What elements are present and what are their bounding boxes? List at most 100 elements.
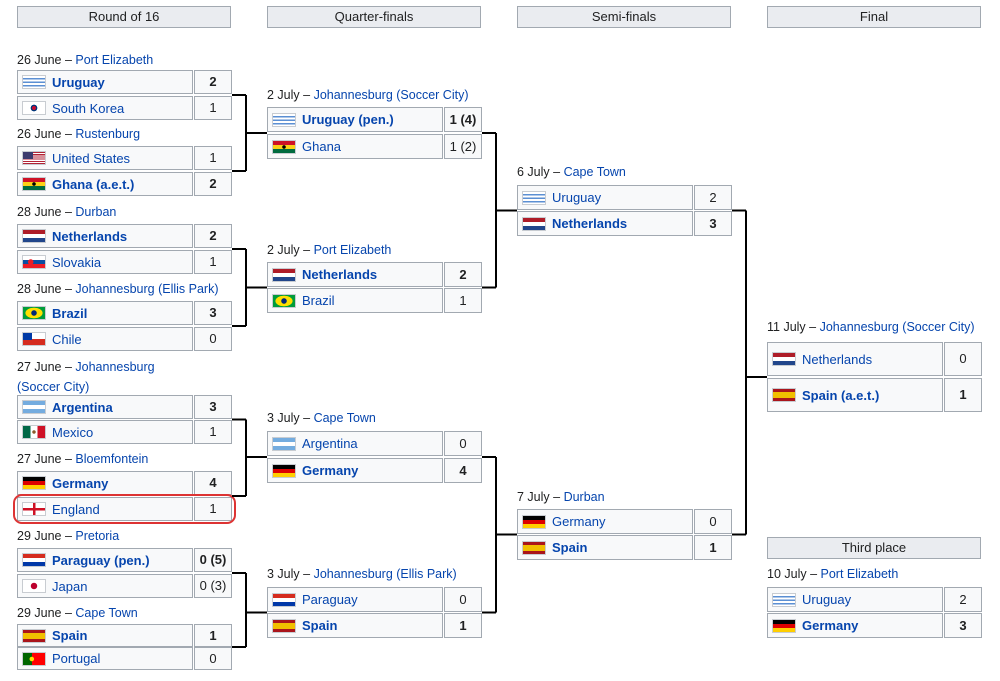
- venue-link[interactable]: Johannesburg (Ellis Park): [75, 282, 219, 296]
- team-name-link[interactable]: Paraguay (pen.): [52, 552, 150, 568]
- team-cell: Spain: [267, 613, 443, 638]
- venue-link[interactable]: Bloemfontein: [75, 452, 149, 466]
- team-cell: England: [17, 497, 193, 521]
- team-name-link[interactable]: Brazil: [52, 305, 88, 321]
- date-separator: –: [299, 243, 314, 257]
- date-separator: –: [549, 490, 564, 504]
- match-date-venue: 11 July – Johannesburg (Soccer City): [767, 319, 975, 335]
- team-name-link[interactable]: Netherlands: [802, 351, 873, 367]
- venue-link[interactable]: Johannesburg (Soccer City): [819, 320, 975, 334]
- team-name-link[interactable]: Uruguay: [552, 190, 602, 205]
- score-cell: 2: [194, 70, 232, 94]
- team-name-link[interactable]: England: [52, 501, 100, 517]
- match-date-venue: 7 July – Durban: [517, 489, 605, 505]
- match-date-venue: 2 July – Port Elizabeth: [267, 242, 391, 258]
- venue-link[interactable]: Rustenburg: [75, 127, 141, 141]
- venue-link[interactable]: Cape Town: [313, 411, 376, 425]
- team-cell: Uruguay: [517, 185, 693, 210]
- team-cell: Germany: [767, 613, 943, 638]
- match-date-venue: 6 July – Cape Town: [517, 164, 626, 180]
- ghana-flag-icon: [272, 139, 296, 154]
- team-name-link[interactable]: Germany: [302, 463, 359, 478]
- match-date-venue: 2 July – Johannesburg (Soccer City): [267, 87, 469, 103]
- team-name-link[interactable]: Chile: [52, 331, 82, 347]
- venue-link[interactable]: Cape Town: [75, 606, 138, 620]
- venue-link[interactable]: Port Elizabeth: [313, 243, 392, 257]
- venue-link[interactable]: Pretoria: [75, 529, 120, 543]
- team-name-link[interactable]: Spain: [52, 628, 88, 643]
- team-name-link[interactable]: Mexico: [52, 424, 94, 440]
- team-name-link[interactable]: United States: [52, 150, 131, 166]
- team-name-link[interactable]: Ghana (a.e.t.): [52, 176, 135, 192]
- team-name-link[interactable]: Netherlands: [552, 216, 628, 231]
- team-name-link[interactable]: Brazil: [302, 293, 335, 308]
- score-cell: 0: [694, 509, 732, 534]
- portugal-flag-icon: [22, 651, 46, 666]
- team-cell: Germany: [17, 471, 193, 495]
- team-name-link[interactable]: Spain: [552, 540, 588, 555]
- venue-link[interactable]: Johannesburg (Soccer City): [313, 88, 469, 102]
- team-name-link[interactable]: Japan: [52, 578, 88, 594]
- team-name-link[interactable]: Netherlands: [302, 267, 378, 282]
- team-cell: Netherlands: [17, 224, 193, 248]
- score-cell: 1: [444, 613, 482, 638]
- match-date: 28 June: [17, 282, 62, 296]
- match-date: 26 June: [17, 53, 62, 67]
- date-separator: –: [299, 411, 314, 425]
- team-name-link[interactable]: Argentina: [52, 399, 113, 415]
- team-cell: United States: [17, 146, 193, 170]
- venue-link[interactable]: Johannesburg (Soccer City): [17, 360, 155, 394]
- team-name-link[interactable]: Slovakia: [52, 254, 102, 270]
- match-date: 11 July: [767, 320, 806, 334]
- netherlands-flag-icon: [772, 352, 796, 366]
- brazil-flag-icon: [272, 293, 296, 308]
- team-name-link[interactable]: South Korea: [52, 100, 125, 116]
- score-cell: 4: [194, 471, 232, 495]
- chile-flag-icon: [22, 332, 46, 346]
- match-date-venue: 27 June – Bloemfontein: [17, 451, 148, 467]
- team-cell: South Korea: [17, 96, 193, 120]
- uruguay-flag-icon: [22, 75, 46, 89]
- team-name-link[interactable]: Germany: [52, 475, 109, 491]
- match-date: 6 July: [517, 165, 550, 179]
- team-name-link[interactable]: Uruguay: [802, 592, 852, 607]
- match-date: 28 June: [17, 205, 62, 219]
- germany-flag-icon: [272, 463, 296, 478]
- date-separator: –: [299, 567, 314, 581]
- team-name-link[interactable]: Germany: [552, 514, 606, 529]
- score-cell: 1: [194, 96, 232, 120]
- venue-link[interactable]: Durban: [75, 205, 117, 219]
- venue-link[interactable]: Cape Town: [563, 165, 626, 179]
- team-name-link[interactable]: Spain: [302, 618, 338, 633]
- team-name-link[interactable]: Spain (a.e.t.): [802, 387, 880, 403]
- spain-flag-icon: [272, 618, 296, 633]
- netherlands-flag-icon: [22, 229, 46, 243]
- venue-link[interactable]: Port Elizabeth: [75, 53, 154, 67]
- team-name-link[interactable]: Uruguay: [52, 74, 105, 90]
- score-cell: 1: [194, 250, 232, 274]
- united-states-flag-icon: [22, 151, 46, 165]
- team-cell: Uruguay: [767, 587, 943, 612]
- venue-link[interactable]: Durban: [563, 490, 605, 504]
- team-name-link[interactable]: Uruguay (pen.): [302, 112, 394, 127]
- match-date: 2 July: [267, 243, 300, 257]
- team-cell: Argentina: [17, 395, 193, 419]
- south-korea-flag-icon: [22, 101, 46, 115]
- match-date: 29 June: [17, 529, 62, 543]
- match-date: 10 July: [767, 567, 807, 581]
- team-name-link[interactable]: Netherlands: [52, 228, 128, 244]
- match-date: 27 June: [17, 452, 62, 466]
- argentina-flag-icon: [272, 436, 296, 451]
- venue-link[interactable]: Johannesburg (Ellis Park): [313, 567, 457, 581]
- score-cell: 2: [194, 172, 232, 196]
- team-name-link[interactable]: Argentina: [302, 436, 358, 451]
- venue-link[interactable]: Port Elizabeth: [820, 567, 899, 581]
- team-name-link[interactable]: Ghana: [302, 139, 342, 154]
- match-date: 29 June: [17, 606, 62, 620]
- team-name-link[interactable]: Germany: [802, 618, 859, 633]
- team-name-link[interactable]: Portugal: [52, 651, 101, 666]
- team-name-link[interactable]: Paraguay: [302, 592, 358, 607]
- score-cell: 2: [194, 224, 232, 248]
- team-cell: Spain: [17, 624, 193, 647]
